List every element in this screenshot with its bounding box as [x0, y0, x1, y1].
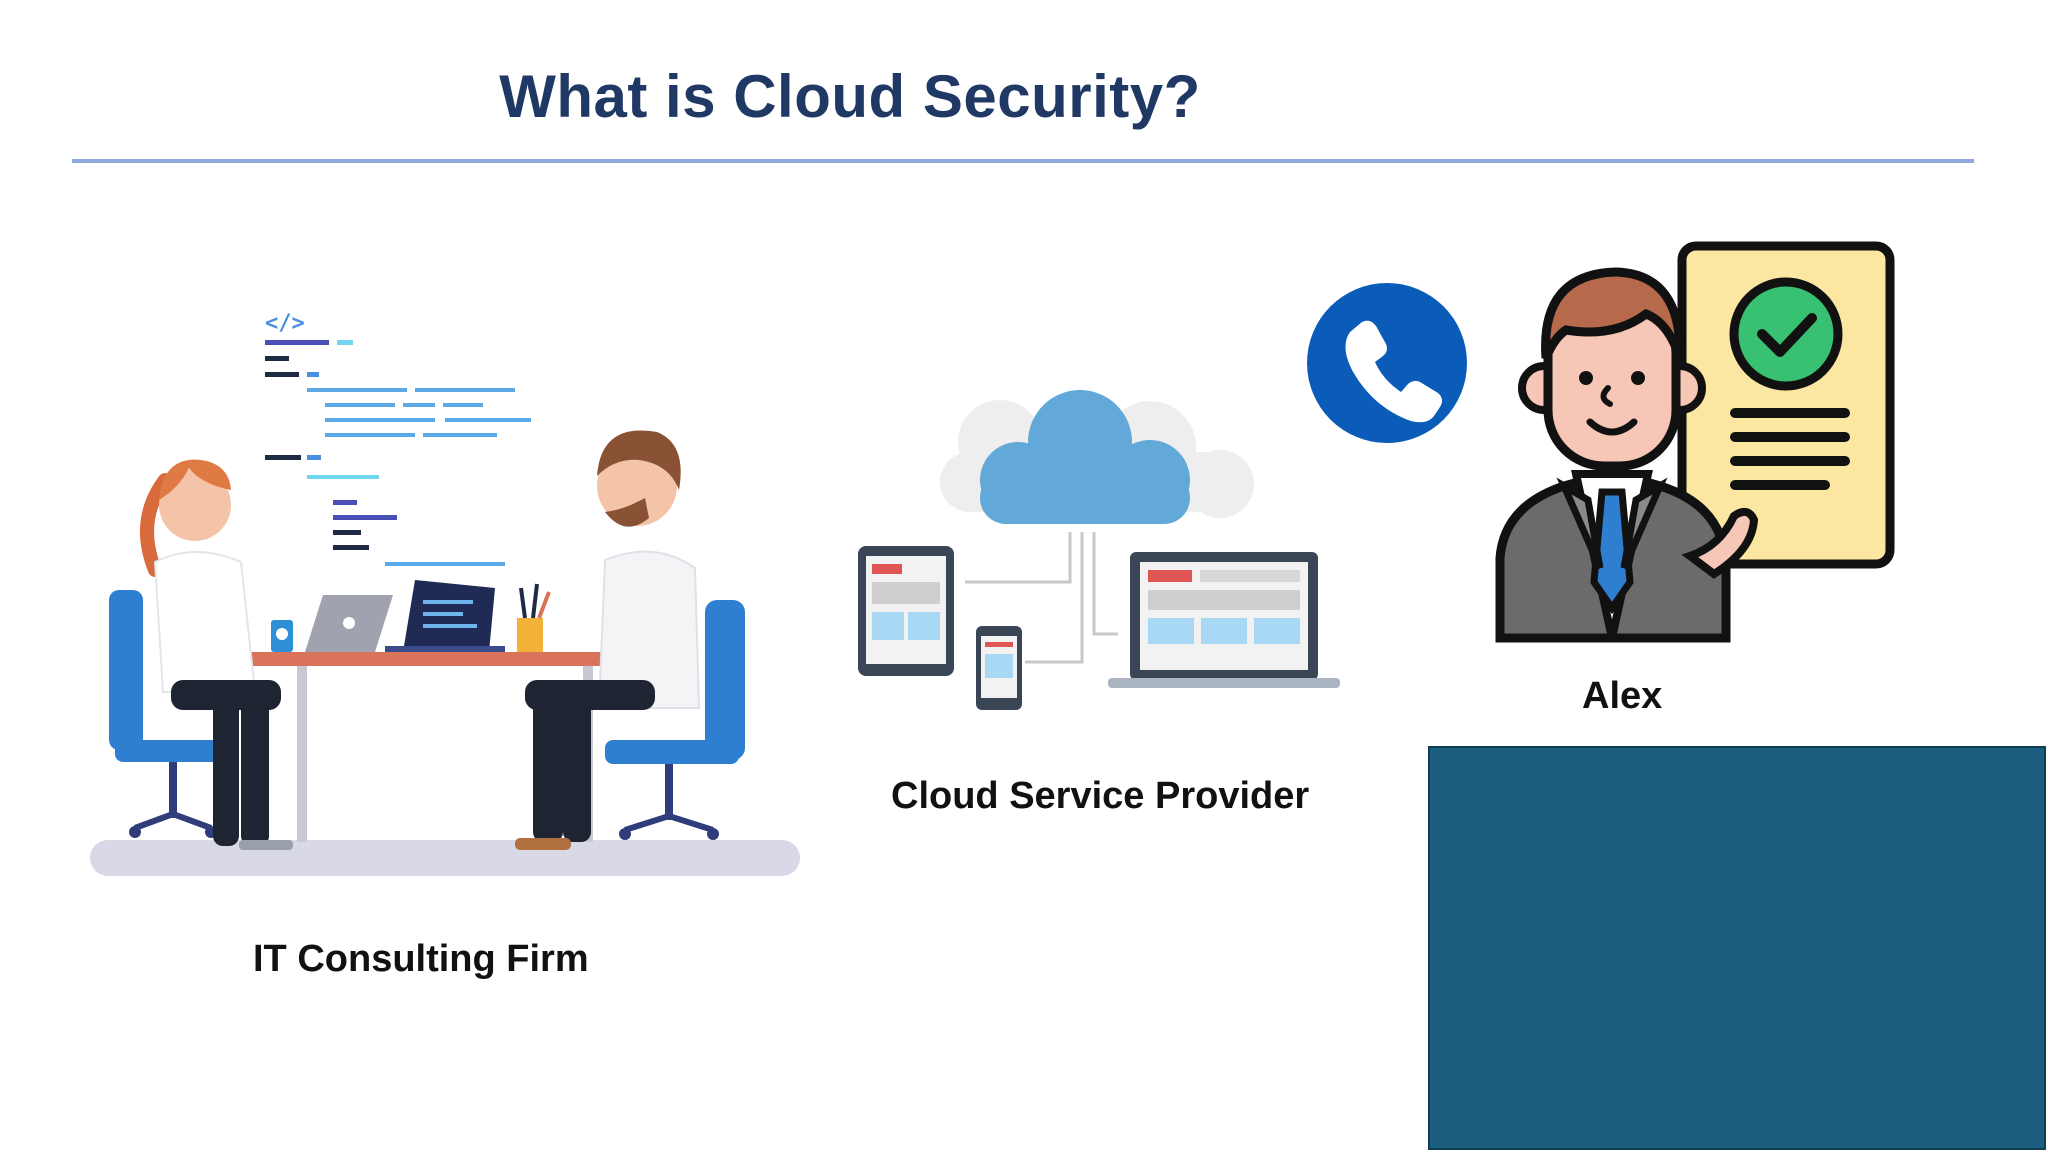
- phone-call-icon: [1307, 283, 1467, 443]
- title-divider: [72, 159, 1974, 163]
- label-it-consulting-firm: IT Consulting Firm: [253, 938, 589, 980]
- slide-title: What is Cloud Security?: [499, 63, 1201, 130]
- businessman-document-icon: [1495, 241, 1895, 643]
- video-overlay-panel: [1428, 746, 2046, 1150]
- consulting-team-illustration: </>: [90, 311, 800, 876]
- label-alex: Alex: [1582, 675, 1663, 717]
- svg-text:</>: </>: [265, 311, 305, 336]
- cloud-network-icon: [858, 390, 1340, 710]
- label-cloud-service-provider: Cloud Service Provider: [891, 775, 1310, 817]
